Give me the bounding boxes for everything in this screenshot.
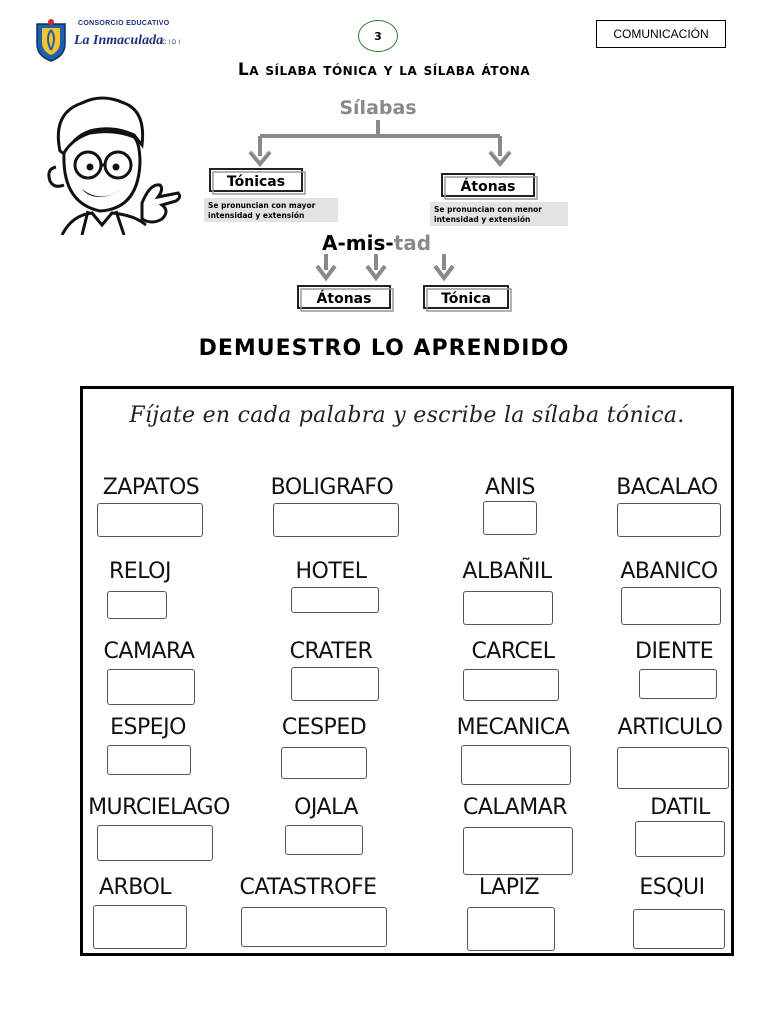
cartoon-boy-illustration [47, 96, 182, 235]
word-label: DIENTE [635, 639, 714, 664]
word-label: BACALAO [616, 475, 718, 500]
subject-label: COMUNICACIÓN [596, 20, 726, 48]
atonas-desc-2: intensidad y extensión [434, 215, 530, 224]
word-label: ZAPATOS [102, 475, 200, 500]
answer-box[interactable] [285, 825, 363, 855]
answer-box[interactable] [241, 907, 387, 947]
word-label: CARCEL [471, 639, 555, 664]
word-label: HOTEL [295, 559, 367, 584]
atonas-desc-1: Se pronuncian con menor [434, 205, 542, 214]
syllable-diagram: Sílabas Tónicas Se pronuncian con mayor … [204, 97, 568, 312]
page-number: 3 [358, 20, 398, 52]
crest-icon [36, 19, 66, 62]
school-logo: CONSORCIO EDUCATIVO La Inmaculada CIDI [34, 16, 194, 64]
word-label: CESPED [281, 715, 367, 740]
answer-box[interactable] [93, 905, 187, 949]
answer-box[interactable] [107, 591, 167, 619]
answer-box[interactable] [617, 747, 729, 789]
answer-box[interactable] [107, 745, 191, 775]
section-title: DEMUESTRO LO APRENDIDO [198, 336, 570, 361]
word-label: ESQUI [639, 875, 705, 900]
answer-box[interactable] [273, 503, 399, 537]
word-label: RELOJ [109, 559, 171, 584]
word-label: ALBAÑIL [462, 559, 552, 584]
word-label: ANIS [485, 475, 535, 500]
answer-box[interactable] [463, 669, 559, 701]
answer-box[interactable] [291, 667, 379, 701]
brand-sub: CIDI [162, 40, 182, 46]
word-label: BOLIGRAFO [270, 475, 394, 500]
brand-top: CONSORCIO EDUCATIVO [78, 20, 170, 27]
word-label: ABANICO [620, 559, 718, 584]
word-label: CALAMAR [463, 795, 568, 820]
answer-box[interactable] [463, 827, 573, 875]
answer-box[interactable] [483, 501, 537, 535]
word-label: ESPEJO [110, 715, 186, 740]
answer-box[interactable] [617, 503, 721, 537]
word-label: ARTICULO [617, 715, 723, 740]
example-tonica-label: Tónica [441, 291, 491, 307]
answer-box[interactable] [97, 825, 213, 861]
example-atonas-part: A-mis- [322, 231, 394, 255]
tonicas-desc-2: intensidad y extensión [208, 211, 304, 220]
answer-box[interactable] [461, 745, 571, 785]
answer-box[interactable] [291, 587, 379, 613]
word-label: CAMARA [103, 639, 195, 664]
example-word: A-mis-tad [322, 231, 431, 255]
answer-box[interactable] [633, 909, 725, 949]
word-label: OJALA [294, 795, 358, 820]
exercise-frame: Fíjate en cada palabra y escribe la síla… [80, 386, 734, 956]
answer-box[interactable] [467, 907, 555, 951]
instruction-text: Fíjate en cada palabra y escribe la síla… [129, 403, 685, 428]
tonicas-desc-1: Se pronuncian con mayor [208, 201, 316, 210]
diagram-root: Sílabas [339, 97, 416, 119]
answer-box[interactable] [463, 591, 553, 625]
example-atonas-label: Átonas [317, 290, 372, 307]
tonicas-label: Tónicas [227, 174, 285, 190]
word-label: CATASTROFE [239, 875, 377, 900]
answer-box[interactable] [621, 587, 721, 625]
brand-name: La Inmaculada [74, 33, 164, 48]
word-label: LAPIZ [478, 875, 540, 900]
word-label: ARBOL [98, 875, 172, 900]
answer-box[interactable] [97, 503, 203, 537]
answer-box[interactable] [107, 669, 195, 705]
page-title: La sílaba tónica y la sílaba átona [237, 60, 531, 80]
answer-box[interactable] [635, 821, 725, 857]
answer-box[interactable] [281, 747, 367, 779]
word-label: MURCIELAGO [88, 795, 230, 820]
atonas-label: Átonas [461, 178, 516, 195]
word-label: MECANICA [456, 715, 570, 740]
word-label: CRATER [289, 639, 373, 664]
answer-box[interactable] [639, 669, 717, 699]
word-label: DATIL [650, 795, 710, 820]
example-tonica-part: tad [394, 231, 431, 255]
